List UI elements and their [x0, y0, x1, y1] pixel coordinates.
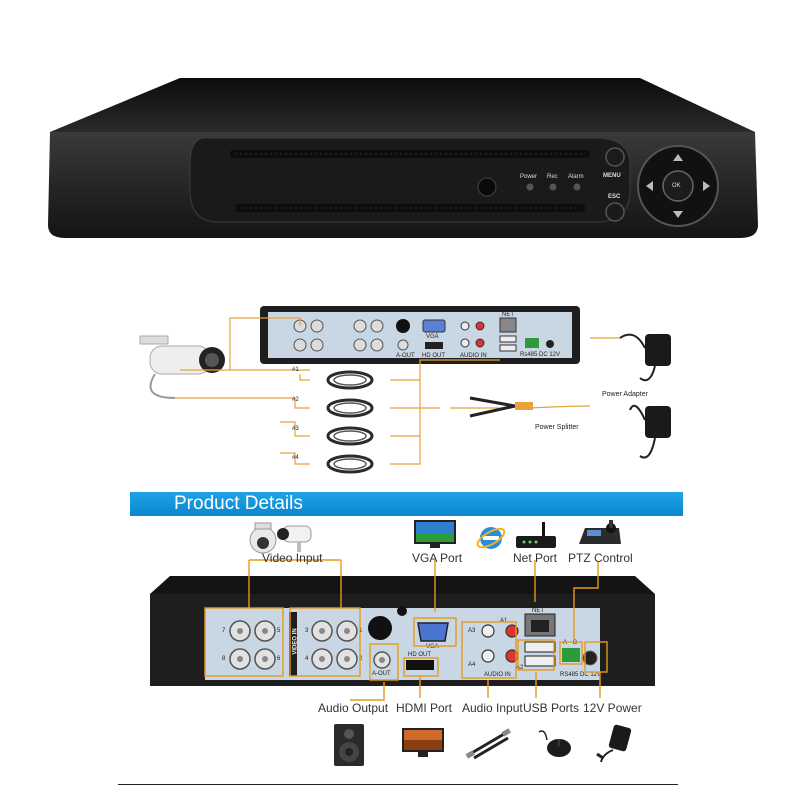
hdmi-port-callout: HDMI Port — [396, 701, 453, 715]
usb-ports-callout: USB Ports — [523, 701, 580, 715]
small-net-label: NET — [502, 312, 514, 318]
audio-in-label: AUDIO IN — [484, 672, 511, 678]
dvr-front-illustration — [48, 78, 758, 238]
wiring-diagram: VGA A-OUT HD OUT AUDIO IN NET Rs485 DC 1… — [120, 298, 700, 488]
small-vga-label: VGA — [426, 334, 439, 340]
bnc-number-6: 6 — [277, 656, 281, 662]
product-details-banner: Product Details — [130, 492, 683, 516]
router-icon — [512, 520, 560, 552]
bnc-number-2: 2 — [359, 656, 363, 662]
dc-12v-label: DC 12V — [580, 672, 602, 678]
ptz-keyboard-icon — [575, 518, 623, 550]
bnc-number-3: 3 — [305, 628, 309, 634]
bnc-number-1: 1 — [359, 628, 363, 634]
monitor-icon — [412, 518, 458, 550]
net-label: NET — [532, 608, 544, 614]
power-12v-callout: 12V Power — [583, 701, 642, 715]
rec-led-label: Rec — [547, 174, 558, 180]
audio-a4-label: A4 — [468, 662, 476, 668]
internet-explorer-icon — [475, 522, 507, 554]
power-splitter-label: Power Splitter — [535, 424, 579, 431]
speaker-icon — [332, 722, 366, 768]
menu-button-label: MENU — [603, 173, 621, 179]
audio-input-callout: Audio Input — [462, 701, 523, 715]
small-dc-label: Rs485 DC 12V — [520, 352, 561, 358]
bullet-camera-small — [139, 335, 225, 399]
cable-tag-2: #2 — [292, 397, 299, 403]
net-port-callout: Net Port — [513, 551, 558, 565]
audio-a3-label: A3 — [468, 628, 476, 634]
bottom-divider — [118, 784, 678, 785]
cable-tag-1: #1 — [292, 367, 299, 373]
rs485-label: RS485 — [560, 672, 579, 678]
wiring-illustration — [139, 306, 671, 474]
vga-port-callout: VGA Port — [412, 551, 463, 565]
power-adapter-label: Power Adapter — [602, 391, 648, 398]
bnc-number-5: 5 — [277, 628, 281, 634]
small-hd-out-label: HD OUT — [422, 353, 445, 359]
product-details-title: Product Details — [174, 493, 303, 514]
video-in-label: VIDEO IN — [292, 628, 299, 655]
vga-port-label: VGA — [426, 644, 439, 650]
rs485-b-label: B — [573, 640, 578, 646]
audio-a1-label: A1 — [500, 618, 508, 624]
rca-cable-icon — [464, 726, 512, 760]
video-input-callout: Video Input — [262, 551, 323, 565]
bnc-number-4: 4 — [305, 656, 309, 662]
hd-out-label: HD OUT — [408, 652, 431, 658]
audio-a2-label: A2 — [516, 665, 524, 671]
esc-button-label: ESC — [608, 194, 621, 200]
power-led-label: Power — [520, 174, 538, 180]
dvr-back-panel: VIDEO IN 7 5 8 6 3 1 4 2 VGA A-OUT HD OU… — [150, 576, 655, 686]
rs485-a-label: A — [563, 640, 568, 646]
bnc-number-7: 7 — [222, 628, 226, 634]
usb-mouse-icon — [535, 726, 575, 762]
audio-output-callout: Audio Output — [318, 701, 389, 715]
hdmi-monitor-icon — [400, 726, 446, 760]
power-adapter-icon — [595, 724, 635, 764]
a-out-label: A-OUT — [372, 671, 391, 677]
cable-tag-3: #3 — [292, 426, 299, 432]
cctv-camera-icon — [245, 518, 315, 556]
ok-button-label: OK — [672, 183, 681, 189]
cable-tag-4: #4 — [292, 455, 299, 461]
bnc-number-8: 8 — [222, 656, 226, 662]
small-a-out-label: A-OUT — [396, 353, 415, 359]
ptz-control-callout: PTZ Control — [568, 551, 633, 565]
small-audio-in-label: AUDIO IN — [460, 353, 487, 359]
dvr-front-view: Power Rec Alarm MENU ESC OK — [40, 70, 760, 250]
alarm-led-label: Alarm — [568, 174, 584, 180]
